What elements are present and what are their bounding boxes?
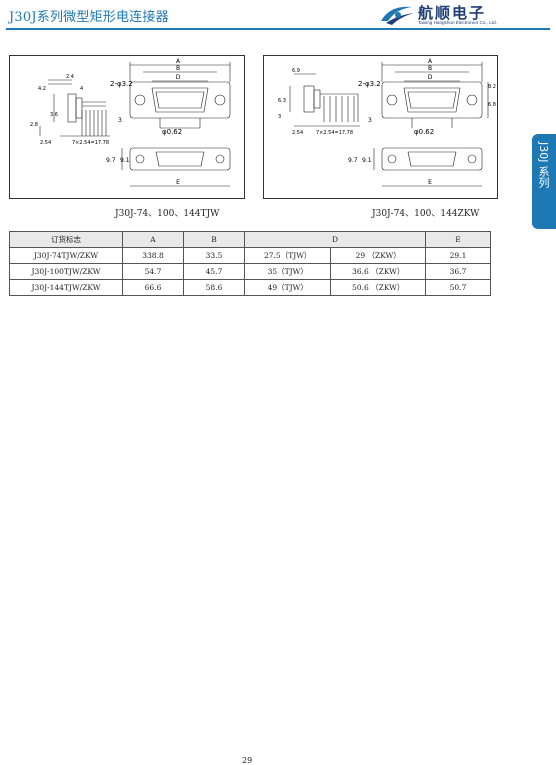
cell-d-tjw: 49（TJW）	[243, 279, 332, 296]
dim-6-3-label: 6.3	[278, 98, 286, 104]
logo-swoosh-icon	[381, 6, 414, 25]
dim-3b-label: 3	[278, 114, 281, 120]
col-header-b: B	[183, 231, 245, 248]
mount-hole-label: 2-φ3.2	[358, 80, 381, 88]
diagram-tjw-caption: J30J-74、100、144TJW	[115, 209, 220, 219]
dim-2-4-label: 2.4	[66, 74, 74, 80]
dim-9-1-label: 9.1	[120, 157, 130, 164]
cell-e: 36.7	[425, 263, 491, 280]
logo-english-name: Taixing Hangshun Electronics Co., Ltd.	[418, 20, 497, 25]
dim-e-label: E	[428, 179, 432, 186]
cell-a: 66.6	[122, 279, 184, 296]
diagram-zkw: A B D E 2-φ3.2 φ0.62 3 9.7 9.1 8.2 6.8 6…	[263, 55, 498, 199]
dim-4-2-label: 4.2	[38, 86, 46, 92]
col-header-a: A	[122, 231, 184, 248]
dim-3-6-label: 3.6	[50, 112, 58, 118]
cell-a: 338.8	[122, 247, 184, 264]
diagram-tjw: A B D E 2-φ3.2 φ0.62 3 9.7 9.1 2.4 4.2 3…	[9, 55, 245, 199]
dim-d-label: D	[428, 74, 433, 81]
dim-d-label: D	[176, 74, 181, 81]
dim-b-label: B	[428, 65, 432, 72]
cell-b: 45.7	[183, 263, 245, 280]
cell-d-tjw: 35（TJW）	[243, 263, 332, 280]
table-row: J30J-144TJW/ZKW 66.6 58.6 49（TJW） 50.6 （…	[9, 279, 491, 296]
dim-8-2-label: 8.2	[488, 84, 496, 90]
col-header-d: D	[244, 231, 426, 248]
cell-a: 54.7	[122, 263, 184, 280]
cell-d-zkw: 50.6 （ZKW）	[330, 279, 426, 296]
dim-9-7-label: 9.7	[106, 157, 116, 164]
cell-d-zkw: 29 （ZKW）	[330, 247, 426, 264]
page-number: 29	[242, 756, 253, 765]
table-header-row: 订货标志 A B D E	[9, 231, 491, 248]
dim-2-54-label: 2.54	[292, 130, 303, 136]
company-logo: 航顺电子 Taixing Hangshun Electronics Co., L…	[378, 3, 518, 27]
pin-pitch-label: 7×2.54=17.78	[72, 140, 109, 146]
diagram-zkw-drawing: A B D E 2-φ3.2 φ0.62 3 9.7 9.1 8.2 6.8 6…	[278, 58, 496, 187]
header-divider	[6, 28, 550, 30]
dim-6-8-label: 6.8	[488, 102, 496, 108]
dim-3-label: 3	[368, 117, 372, 124]
col-header-code: 订货标志	[9, 231, 123, 248]
dim-9-1-label: 9.1	[362, 157, 372, 164]
dim-a-label: A	[428, 58, 433, 65]
diagram-zkw-caption: J30J-74、100、144ZKW	[372, 209, 480, 219]
cell-d-tjw: 27.5（TJW）	[243, 247, 332, 264]
diagram-tjw-drawing: A B D E 2-φ3.2 φ0.62 3 9.7 9.1 2.4 4.2 3…	[30, 58, 231, 187]
series-side-tab: J30J 系列	[532, 134, 556, 229]
pin-diameter-label: φ0.62	[414, 128, 434, 136]
cell-b: 33.5	[183, 247, 245, 264]
dim-9-7-label: 9.7	[348, 157, 358, 164]
logo-chinese-name: 航顺电子	[418, 4, 487, 22]
cell-b: 58.6	[183, 279, 245, 296]
cell-e: 50.7	[425, 279, 491, 296]
order-code-table: 订货标志 A B D E J30J-74TJW/ZKW 338.8 33.5 2…	[9, 231, 491, 296]
cell-code: J30J-144TJW/ZKW	[9, 279, 123, 296]
mount-hole-label: 2-φ3.2	[110, 80, 133, 88]
dim-b-label: B	[176, 65, 180, 72]
dim-3-label: 3	[118, 117, 122, 124]
dim-2-54-label: 2.54	[40, 140, 51, 146]
cell-d-zkw: 36.6 （ZKW）	[330, 263, 426, 280]
table-row: J30J-74TJW/ZKW 338.8 33.5 27.5（TJW） 29 （…	[9, 247, 491, 264]
dim-e-label: E	[176, 179, 180, 186]
page-header-title: J30J系列微型矩形电连接器	[9, 10, 169, 25]
pin-diameter-label: φ0.62	[162, 128, 182, 136]
cell-e: 29.1	[425, 247, 491, 264]
dim-4-label: 4	[80, 86, 83, 92]
cell-code: J30J-74TJW/ZKW	[9, 247, 123, 264]
side-tab-label: J30J 系列	[537, 142, 550, 188]
dim-a-label: A	[176, 58, 181, 65]
pin-pitch-label: 7×2.54=17.78	[316, 130, 353, 136]
table-row: J30J-100TJW/ZKW 54.7 45.7 35（TJW） 36.6 （…	[9, 263, 491, 280]
dim-2-8-label: 2.8	[30, 122, 38, 128]
col-header-e: E	[425, 231, 491, 248]
dim-6-9-label: 6.9	[292, 68, 300, 74]
cell-code: J30J-100TJW/ZKW	[9, 263, 123, 280]
